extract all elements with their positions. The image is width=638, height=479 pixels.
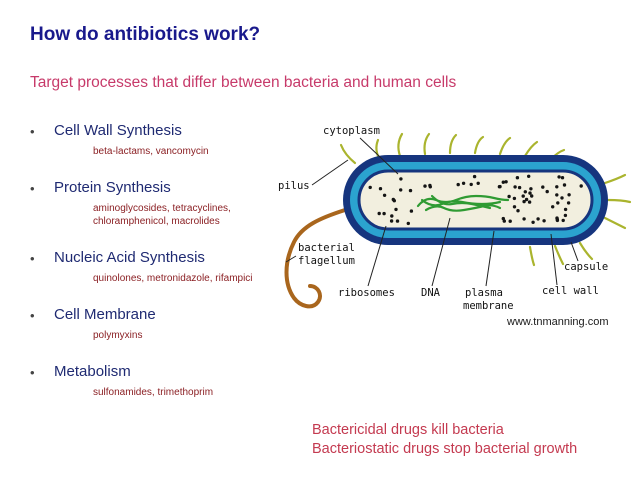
label-pointer-lines <box>285 137 579 287</box>
dna-shape <box>416 194 510 212</box>
bullet-marker-icon: • <box>30 308 35 323</box>
bullet-drugs: sulfonamides, trimethoprim <box>93 387 214 398</box>
list-item: • Nucleic Acid Synthesis quinolones, met… <box>30 247 268 285</box>
list-item: • Protein Synthesis aminoglycosides, tet… <box>30 177 268 228</box>
list-item: • Cell Membrane polymyxins <box>30 304 268 342</box>
bullet-label: Metabolism <box>54 363 131 380</box>
bullet-drugs: quinolones, metronidazole, rifampici <box>93 273 253 284</box>
bullet-label: Cell Wall Synthesis <box>54 122 182 139</box>
label-plasma-membrane: membrane <box>463 300 514 312</box>
bullet-marker-icon: • <box>30 124 35 139</box>
bullet-list: • Cell Wall Synthesis beta-lactams, vanc… <box>30 120 268 418</box>
ribosomes-dots <box>368 174 583 226</box>
bullet-drugs: beta-lactams, vancomycin <box>93 146 209 157</box>
label-cytoplasm: cytoplasm <box>323 125 380 137</box>
footer-line-bacteriostatic: Bacteriostatic drugs stop bacterial grow… <box>312 441 578 457</box>
footer-line-bactericidal: Bactericidal drugs kill bacteria <box>312 422 504 438</box>
label-bacterial-flagellum: flagellum <box>298 255 355 267</box>
label-cell-wall: cell wall <box>542 285 599 297</box>
list-item: • Cell Wall Synthesis beta-lactams, vanc… <box>30 120 268 158</box>
label-ribosomes: ribosomes <box>338 287 395 299</box>
bullet-label: Nucleic Acid Synthesis <box>54 249 205 266</box>
label-capsule: capsule <box>564 261 608 273</box>
slide-subtitle: Target processes that differ between bac… <box>30 74 457 91</box>
bullet-drugs: aminoglycosides, tetracyclines, chloramp… <box>93 203 231 227</box>
bullet-label: Protein Synthesis <box>54 179 171 196</box>
label-bacterial-flagellum: bacterial <box>298 242 355 254</box>
label-dna: DNA <box>421 287 441 299</box>
bullet-marker-icon: • <box>30 365 35 380</box>
label-pilus: pilus <box>278 180 310 192</box>
bullet-drugs: polymyxins <box>93 330 143 341</box>
plasma-membrane-layer <box>357 169 594 231</box>
bullet-marker-icon: • <box>30 251 35 266</box>
list-item: • Metabolism sulfonamides, trimethoprim <box>30 361 268 399</box>
bullet-marker-icon: • <box>30 181 35 196</box>
bullet-label: Cell Membrane <box>54 306 156 323</box>
label-plasma-membrane: plasma <box>465 287 503 299</box>
page-title: How do antibiotics work? <box>30 24 261 45</box>
bacterium-diagram: cytoplasm pilus bacterial flagellum ribo… <box>260 108 634 320</box>
flagellum-shape <box>284 208 347 309</box>
footer-note: Bactericidal drugs kill bacteria Bacteri… <box>312 421 577 459</box>
credit-url: www.tnmanning.com <box>507 316 609 328</box>
pili-group <box>339 132 632 267</box>
